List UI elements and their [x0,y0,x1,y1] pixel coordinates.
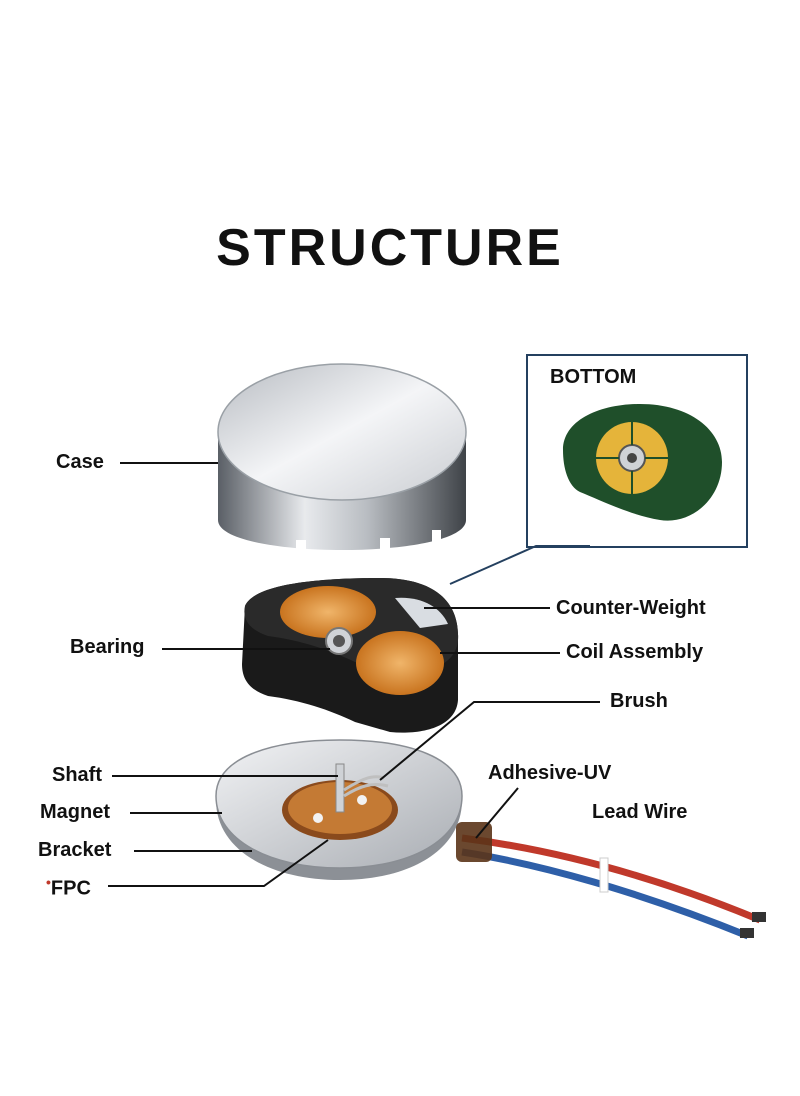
label-adhesive-uv: Adhesive-UV [488,762,612,784]
marker-dot-icon: • [46,874,51,890]
brush-leader [379,701,600,781]
adhesive-uv-leader [475,787,519,839]
label-fpc: •FPC [46,874,91,901]
lead-wires [456,822,766,940]
label-counter-weight: Counter-Weight [556,597,706,619]
bracket-part [215,739,463,880]
label-bracket: Bracket [38,839,112,861]
leader-lines [108,462,600,887]
page-title: STRUCTURE [216,219,564,277]
label-fpc-text: FPC [50,877,91,900]
bottom-inset [449,354,748,585]
label-magnet: Magnet [40,801,110,823]
rotor-part [242,578,459,733]
inset-title: BOTTOM [550,366,637,388]
label-shaft: Shaft [52,764,102,786]
fpc-leader [108,839,329,887]
label-brush: Brush [610,690,668,712]
label-case: Case [56,451,104,473]
label-bearing: Bearing [70,636,145,658]
case-part [217,363,467,558]
label-coil-assembly: Coil Assembly [566,641,704,663]
label-lead-wire: Lead Wire [592,801,688,823]
